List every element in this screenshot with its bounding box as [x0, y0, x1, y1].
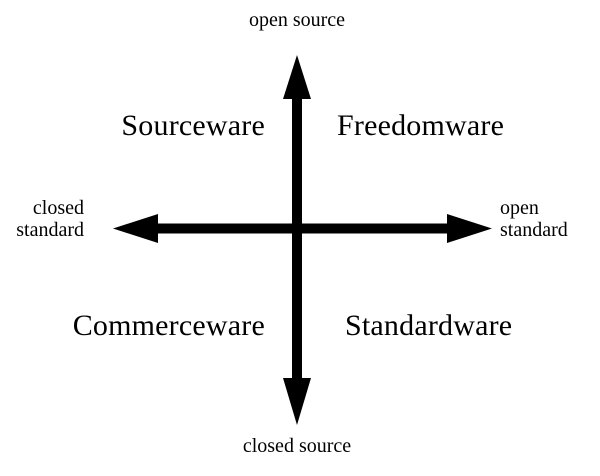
axis-label-open-standard-line1: open	[500, 197, 539, 219]
quadrant-label-sourceware: Sourceware	[121, 109, 265, 142]
axis-label-open-source: open source	[248, 9, 346, 31]
axis-label-open-standard: open standard	[500, 197, 568, 241]
quadrant-label-freedomware: Freedomware	[337, 109, 505, 142]
right-arrowhead-icon	[447, 214, 492, 243]
down-arrowhead-icon	[283, 378, 311, 425]
axis-label-open-standard-line2: standard	[500, 218, 568, 241]
axis-label-closed-standard-line1: closed	[32, 197, 84, 219]
vertical-axis-shaft	[292, 92, 302, 384]
quadrant-label-standardware: Standardware	[345, 309, 513, 342]
axis-label-closed-source: closed source	[242, 435, 352, 457]
axis-label-closed-standard: closed standard	[16, 197, 84, 241]
up-arrowhead-icon	[283, 55, 311, 99]
quadrant-label-commerceware: Commerceware	[72, 309, 265, 342]
axis-label-closed-standard-line2: standard	[16, 218, 84, 241]
left-arrowhead-icon	[113, 214, 158, 243]
